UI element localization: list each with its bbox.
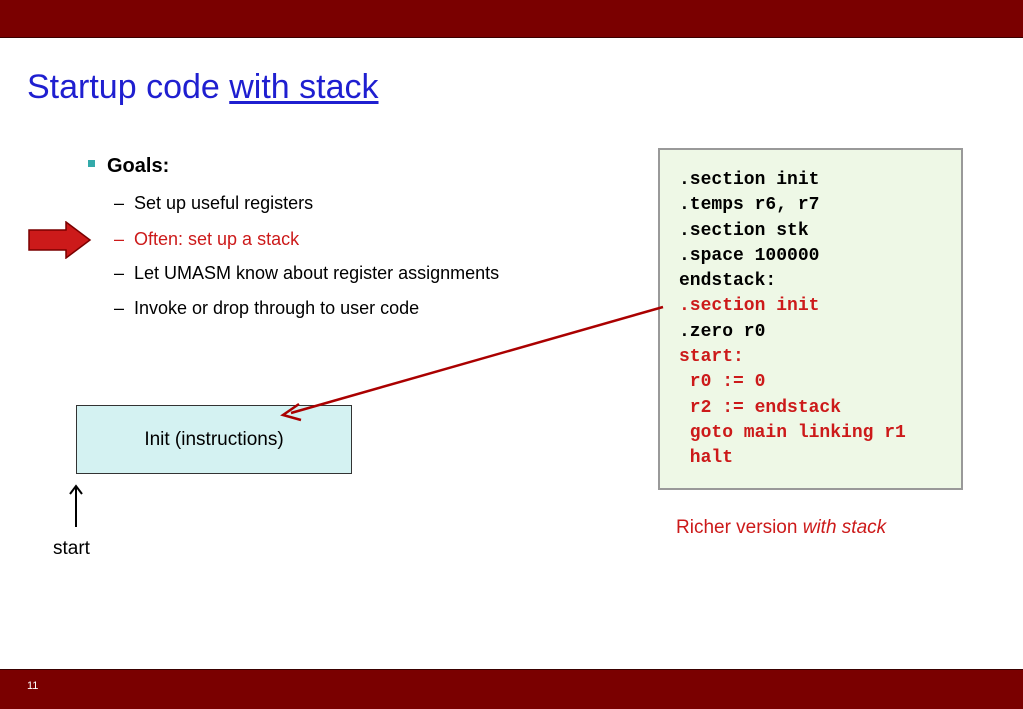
code-line: .section stk	[679, 220, 809, 241]
goal-item-text: Often: set up a stack	[134, 229, 300, 249]
top-bar	[0, 0, 1023, 38]
code-line: .section init	[679, 170, 820, 190]
code-line: .temps r6, r7	[679, 195, 820, 216]
goal-item-text: Invoke or drop through to user code	[134, 298, 420, 318]
code-line-highlighted: r2 := endstack	[679, 397, 842, 418]
goal-item: –Set up useful registers	[114, 193, 313, 214]
up-arrow-icon	[69, 484, 83, 527]
code-caption: Richer version with stack	[676, 517, 886, 539]
code-line: .space 100000	[679, 245, 820, 266]
start-label: start	[53, 538, 90, 559]
code-listing: .section init .temps r6, r7 .section stk .s…	[679, 168, 906, 472]
init-box-label: Init (instructions)	[144, 428, 284, 450]
code-line-highlighted: goto main linking r1	[679, 422, 906, 443]
code-line: endstack:	[679, 271, 777, 292]
dash-bullet: –	[114, 298, 125, 318]
goal-item-text: Set up useful registers	[134, 193, 314, 213]
title-link[interactable]: with stack	[229, 68, 379, 106]
connector-line	[290, 305, 664, 415]
code-box: .section init .temps r6, r7 .section stk .s…	[658, 148, 963, 490]
caption-italic: with stack	[802, 517, 887, 538]
dash-bullet: –	[114, 263, 125, 283]
goal-item-text: Let UMASM know about register assignment…	[134, 263, 500, 283]
goal-item-highlighted: –Often: set up a stack	[114, 229, 299, 250]
goals-bullet: Goals:	[88, 155, 169, 178]
slide-title: Startup code with stack	[27, 68, 379, 107]
goals-heading: Goals:	[107, 155, 170, 177]
title-text: Startup code	[27, 68, 230, 106]
code-line-highlighted: .section init	[679, 296, 820, 317]
code-line-highlighted: start:	[679, 347, 744, 368]
dash-bullet: –	[114, 193, 125, 213]
code-line-highlighted: r0 := 0	[679, 372, 766, 393]
bottom-bar: 11	[0, 669, 1023, 709]
init-instructions-box: Init (instructions)	[76, 405, 352, 474]
dash-bullet: –	[114, 229, 125, 249]
square-bullet-icon	[88, 160, 95, 168]
slide-number: 11	[27, 680, 39, 692]
goal-item: –Let UMASM know about register assignmen…	[114, 263, 499, 284]
goal-item: –Invoke or drop through to user code	[114, 298, 419, 319]
code-line: .zero r0	[679, 321, 766, 342]
code-line-highlighted: halt	[679, 448, 734, 469]
pointer-arrow-icon	[28, 221, 92, 259]
caption-text: Richer version	[676, 517, 803, 538]
